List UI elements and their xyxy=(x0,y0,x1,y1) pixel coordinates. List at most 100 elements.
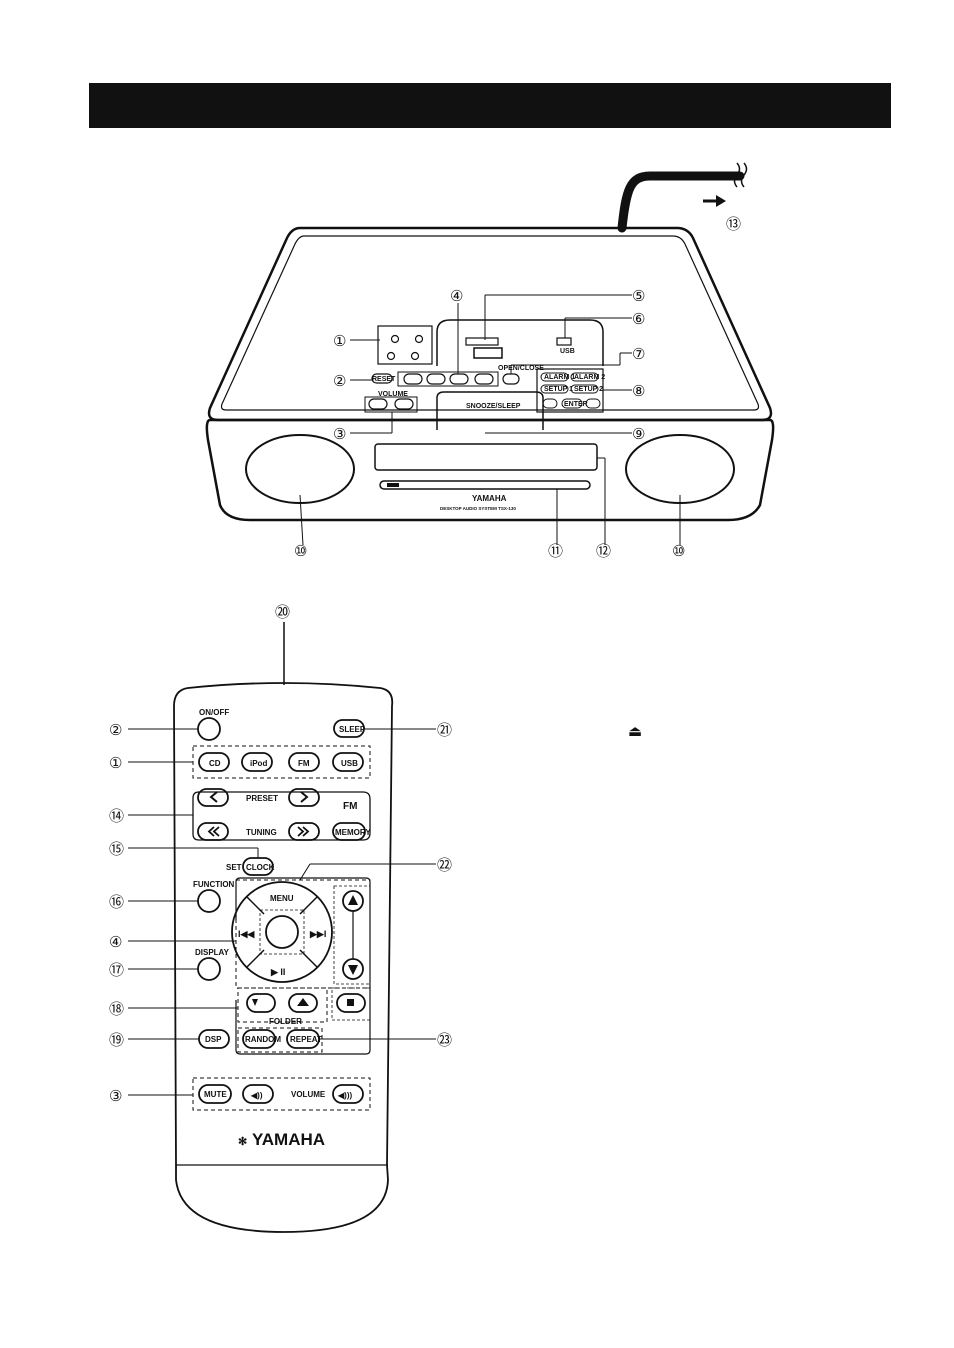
display-label: DISPLAY xyxy=(195,948,230,957)
folder-label: FOLDER xyxy=(269,1017,302,1026)
volume-label: VOLUME xyxy=(291,1090,326,1099)
ipod-dock xyxy=(436,319,604,366)
dsp-label: DSP xyxy=(205,1035,222,1044)
enter-label: ENTER xyxy=(564,401,588,408)
clock-label: CLOCK xyxy=(246,863,275,872)
play-pause-icon: ▶ II xyxy=(270,967,285,977)
remote-brand-icon: ✻ xyxy=(238,1136,247,1148)
eject-icon: ⏏ xyxy=(628,723,642,740)
folder-down-icon xyxy=(252,999,258,1006)
stop-remote-button[interactable] xyxy=(336,993,366,1013)
skip-back-button[interactable] xyxy=(449,373,469,385)
stop-button[interactable] xyxy=(426,373,446,385)
callout-5: ⑤ xyxy=(632,288,645,305)
display-window xyxy=(374,443,598,471)
callout-1: ① xyxy=(333,333,346,350)
callout-12: ⑫ xyxy=(596,543,611,560)
enter-button[interactable] xyxy=(265,915,299,949)
callout-9: ⑨ xyxy=(632,426,645,443)
remote-callout-15: ⑮ xyxy=(109,841,124,858)
double-chevron-left-icon xyxy=(207,826,220,837)
mute-button[interactable] xyxy=(198,1084,232,1104)
volume-label: VOLUME xyxy=(378,391,408,398)
memory-button[interactable] xyxy=(332,822,366,841)
skip-back-icon: I◀◀ xyxy=(238,929,255,939)
preset-prev-button[interactable] xyxy=(197,788,229,807)
triangle-up-icon xyxy=(348,895,358,905)
display-button[interactable] xyxy=(197,957,221,981)
triangle-down-icon xyxy=(348,965,358,975)
play-pause-button[interactable] xyxy=(403,373,423,385)
preset-next-button[interactable] xyxy=(288,788,320,807)
remote-callout-3: ③ xyxy=(109,1088,122,1105)
reset-button[interactable] xyxy=(371,373,393,384)
function-button[interactable] xyxy=(197,889,221,913)
snooze-sleep-bar[interactable] xyxy=(436,391,544,430)
remote-callout-1: ① xyxy=(109,755,122,772)
folder-up-button[interactable] xyxy=(288,993,318,1013)
repeat-label: REPEAT xyxy=(290,1035,322,1044)
chevron-right-icon xyxy=(300,791,309,803)
random-label: RANDOM xyxy=(245,1035,281,1044)
remote-callout-23: ㉓ xyxy=(437,1032,452,1049)
on-off-label: ON/OFF xyxy=(199,708,229,717)
volume-up-button[interactable] xyxy=(394,398,414,410)
cd-button[interactable] xyxy=(198,752,230,772)
random-button[interactable] xyxy=(242,1029,276,1049)
setup1-label: SETUP 1 xyxy=(544,386,573,393)
remote-callout-20: ⑳ xyxy=(275,604,290,621)
left-speaker xyxy=(245,434,355,504)
tuning-down-button[interactable] xyxy=(197,822,229,841)
fm-button[interactable] xyxy=(288,752,320,772)
dock-connector xyxy=(473,347,503,359)
right-speaker xyxy=(625,434,735,504)
usb-button[interactable] xyxy=(332,752,364,772)
on-off-button[interactable] xyxy=(197,717,221,741)
volume-down-button[interactable] xyxy=(368,398,388,410)
callout-8: ⑧ xyxy=(632,383,645,400)
fm-label: FM xyxy=(298,759,310,768)
main-unit xyxy=(205,162,775,546)
callout-4: ④ xyxy=(450,288,463,305)
callout-11: ⑪ xyxy=(548,543,563,560)
remote-brand-logo: YAMAHA xyxy=(252,1130,325,1149)
remote-control xyxy=(128,622,436,1233)
volume-up-remote-button[interactable] xyxy=(332,1084,364,1104)
ipod-button[interactable] xyxy=(241,752,273,772)
cd-label: CD xyxy=(209,759,221,768)
skip-forward-icon: ▶▶I xyxy=(309,929,326,939)
volume-down-remote-button[interactable] xyxy=(242,1084,274,1104)
callout-10-left: ⑩ xyxy=(294,543,307,560)
alarm1-label: ALARM 1 xyxy=(544,374,575,381)
arrow-right-icon xyxy=(716,195,726,207)
usb-port[interactable] xyxy=(556,337,572,346)
folder-down-button[interactable] xyxy=(246,993,276,1013)
unit-front-panel xyxy=(205,418,775,522)
usb-label: USB xyxy=(560,348,575,355)
callout-7: ⑦ xyxy=(632,346,645,363)
folder-up-icon xyxy=(297,998,309,1006)
ipod-label: iPod xyxy=(250,759,267,768)
mute-label: MUTE xyxy=(204,1090,227,1099)
unit-top-panel xyxy=(207,226,773,422)
open-close-button[interactable] xyxy=(502,373,520,385)
input-button-group xyxy=(377,325,433,365)
snooze-sleep-label: SNOOZE/SLEEP xyxy=(466,403,521,410)
alarm2-label: ALARM 2 xyxy=(574,374,605,381)
chevron-left-icon xyxy=(209,791,218,803)
unit-brand-logo: YAMAHA xyxy=(472,494,507,503)
power-cord xyxy=(617,171,745,233)
remote-callout-4: ④ xyxy=(109,934,122,951)
callout-10-right: ⑩ xyxy=(672,543,685,560)
cd-slot[interactable] xyxy=(379,480,591,490)
menu-label: MENU xyxy=(270,894,294,903)
callout-13: ⑬ xyxy=(726,216,741,233)
preset-label: PRESET xyxy=(246,794,278,803)
reset-label: RESET xyxy=(372,376,396,383)
remote-body xyxy=(173,682,394,1233)
nav-ring xyxy=(231,881,333,983)
tuning-up-button[interactable] xyxy=(288,822,320,841)
remote-callout-17: ⑰ xyxy=(109,962,124,979)
skip-forward-button[interactable] xyxy=(474,373,494,385)
